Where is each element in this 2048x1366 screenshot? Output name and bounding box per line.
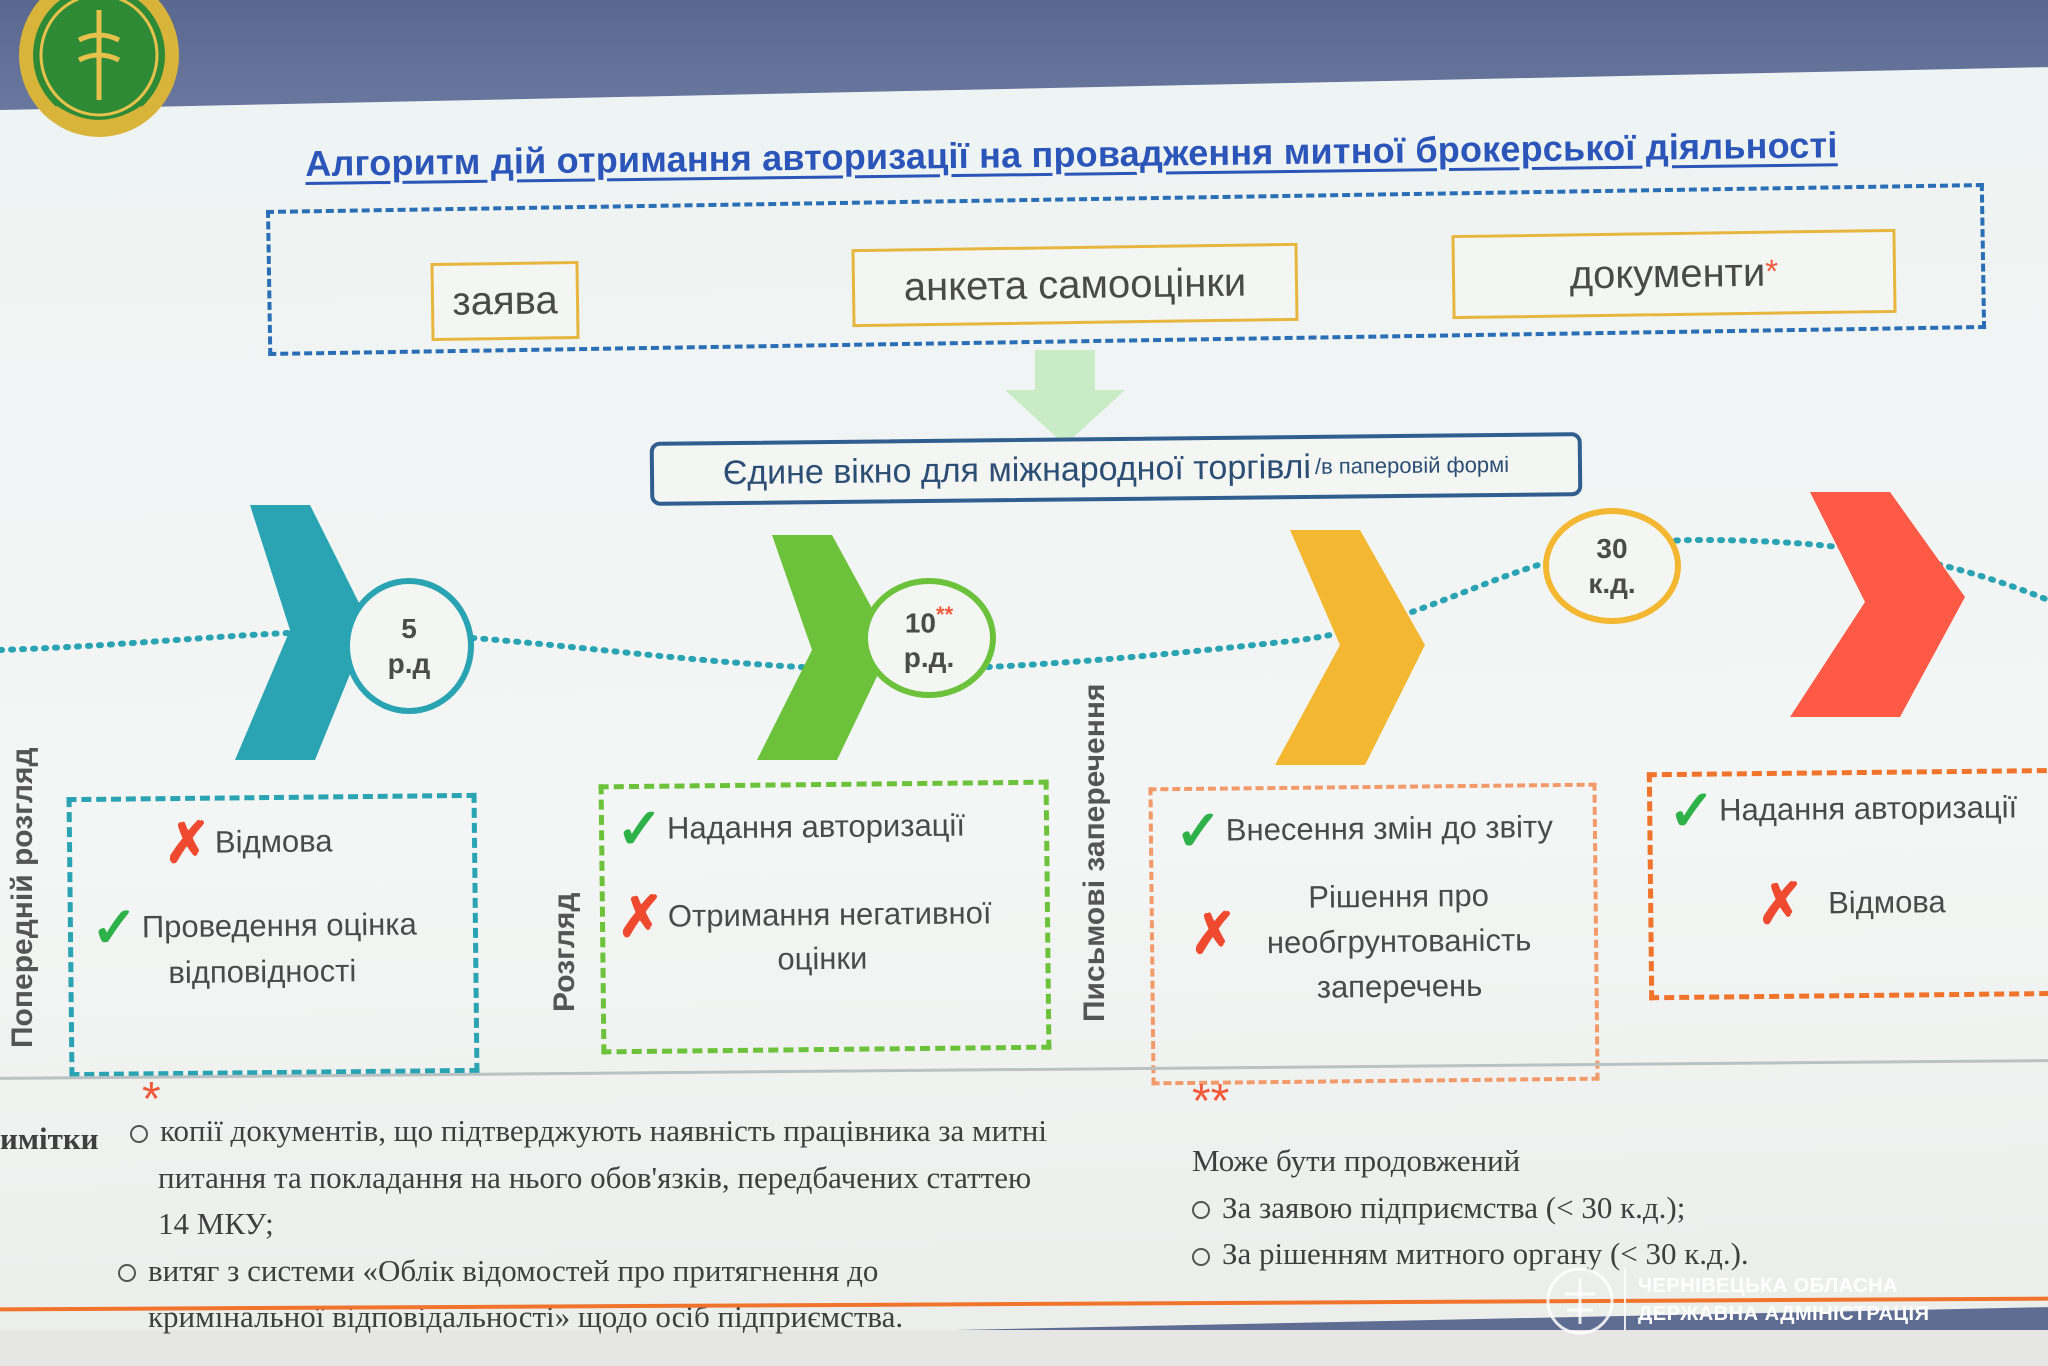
outcome-box-final: ✓ Надання авторизації ✗ Відмова [1646, 767, 2048, 1001]
badge-unit: к.д. [1588, 568, 1636, 599]
badge-days: 10 [904, 607, 937, 639]
single-window-main: Єдине вікно для міжнародної торгівлі [722, 447, 1312, 492]
stage-label-review: Розгляд [548, 892, 581, 1012]
note-text: копії документів, що підтверджують наявн… [160, 1113, 1047, 1148]
footnote-star: * [1765, 253, 1779, 291]
check-icon: ✓ [1174, 798, 1223, 863]
administration-watermark: ЧЕРНІВЕЦЬКА ОБЛАСНА ДЕРЖАВНА АДМІНІСТРАЦ… [1638, 1272, 1929, 1328]
timeline-badge-10: 10** р.д. [862, 578, 996, 698]
outcome-text: Відмова [1827, 884, 1946, 921]
outcome-text-line2: відповідності [168, 953, 357, 991]
outcome-item: ✗ Отримання негативної [616, 884, 992, 949]
badge-days: 30 [1596, 533, 1628, 564]
outcome-item: ✓ Внесення змін до звіту [1174, 798, 1554, 863]
extension-item: За рішенням митного органу (< 30 к.д.). [1192, 1231, 2012, 1278]
outcome-box-preliminary: ✗ Відмова ✓ Проведення оцінка відповідно… [66, 792, 480, 1078]
bullet-icon [1192, 1247, 1210, 1266]
timeline-badge-5: 5 р.д [344, 578, 474, 714]
single-window-suffix: /в паперовій формі [1314, 451, 1510, 479]
note-item: копії документів, що підтверджують наявн… [130, 1108, 1080, 1155]
extension-notes: Може бути продовжений За заявою підприєм… [1192, 1138, 2012, 1278]
footnote-star-2: ** [1192, 1075, 1230, 1128]
input-label: заява [452, 277, 558, 324]
notes-heading: имітки [0, 1121, 99, 1156]
outcome-box-objections: ✓ Внесення змін до звіту ✗ Рішення про н… [1148, 782, 1600, 1086]
note-item-cont: питання та покладання на нього обов'язкі… [158, 1159, 1032, 1195]
timeline-badge-30: 30 к.д. [1543, 508, 1681, 624]
cross-icon: ✗ [1756, 871, 1805, 936]
bullet-icon [118, 1264, 136, 1283]
outcome-text: Проведення оцінка [141, 906, 417, 945]
outcome-box-review: ✓ Надання авторизації ✗ Отримання негати… [598, 779, 1052, 1055]
extension-text: За заявою підприємства (< 30 к.д.); [1222, 1189, 1686, 1225]
outcome-text-block: Рішення про необгрунтованість заперечень [1253, 873, 1544, 1011]
footer-divider [1624, 1268, 1626, 1330]
badge-unit: р.д [387, 648, 431, 679]
check-icon: ✓ [1667, 778, 1716, 843]
slide-bottom-band [0, 1330, 2048, 1366]
outcome-text: Надання авторизації [1718, 789, 2018, 828]
outcome-text: Відмова [214, 823, 333, 860]
cross-icon: ✗ [616, 884, 665, 949]
outcome-text-line2: необгрунтованість [1266, 922, 1532, 961]
outcome-item: ✓ Надання авторизації [1667, 778, 2018, 843]
note-item-cont: кримінальної відповідальності» щодо осіб… [148, 1299, 904, 1334]
check-icon: ✓ [615, 796, 664, 861]
outcome-text-line3: заперечень [1316, 967, 1483, 1005]
watermark-line2: ДЕРЖАВНА АДМІНІСТРАЦІЯ [1638, 1303, 1930, 1325]
outcome-text-line2: оцінки [777, 940, 868, 977]
badge-days: 5 [401, 613, 417, 644]
watermark-line1: ЧЕРНІВЕЦЬКА ОБЛАСНА [1638, 1275, 1898, 1297]
outcome-text: Внесення змін до звіту [1225, 809, 1554, 848]
single-window-box: Єдине вікно для міжнародної торгівлі/в п… [649, 432, 1583, 506]
bullet-icon [1192, 1201, 1210, 1220]
outcome-item: ✗ Відмова [1756, 871, 1946, 936]
administration-crest-icon [1546, 1267, 1614, 1335]
stage3-chevron-icon [1275, 530, 1425, 765]
stage-label-objections: Письмові заперечення [1078, 683, 1111, 1022]
outcome-text: Отримання негативної [667, 895, 992, 934]
input-box-documents: документи* [1451, 228, 1897, 320]
outcome-item: ✓ Проведення оцінка [90, 895, 417, 959]
input-label: документи [1569, 250, 1766, 297]
note-item-cont: 14 МКУ; [158, 1206, 274, 1241]
footnote-star: ** [936, 601, 954, 627]
notes-list: копії документів, що підтверджують наявн… [118, 1108, 1080, 1341]
extension-heading: Може бути продовжений [1192, 1143, 1521, 1178]
outcome-text: Рішення про [1308, 877, 1490, 915]
stage1-chevron-icon [235, 505, 370, 760]
bullet-icon [130, 1124, 148, 1143]
customs-emblem-icon [19, 0, 179, 137]
down-arrow-icon [1005, 350, 1125, 445]
note-text: витяг з системи «Облік відомостей про пр… [148, 1252, 879, 1288]
check-icon: ✓ [90, 895, 139, 959]
outcome-text: Надання авторизації [666, 807, 966, 846]
cross-icon: ✗ [163, 810, 212, 875]
extension-item: За заявою підприємства (< 30 к.д.); [1192, 1185, 2012, 1232]
input-label: анкета самооцінки [903, 260, 1247, 309]
badge-days-row: 10** [905, 601, 953, 640]
stage4-chevron-icon [1790, 492, 1965, 717]
outcome-item: ✓ Надання авторизації [615, 796, 966, 861]
footnote-star-1: * [142, 1073, 161, 1126]
stage2-chevron-icon [757, 535, 892, 760]
stage-label-preliminary: Попередній розгляд [6, 747, 39, 1049]
outcome-item: ✗ Відмова [163, 810, 333, 875]
input-box-application: заява [430, 260, 580, 342]
outcome-item: ✗ [1189, 901, 1242, 965]
cross-icon: ✗ [1189, 901, 1238, 965]
badge-unit: р.д. [903, 642, 955, 674]
extension-text: За рішенням митного органу (< 30 к.д.). [1222, 1236, 1749, 1271]
input-box-self-assessment: анкета самооцінки [851, 242, 1299, 328]
note-item: витяг з системи «Облік відомостей про пр… [118, 1248, 1080, 1295]
